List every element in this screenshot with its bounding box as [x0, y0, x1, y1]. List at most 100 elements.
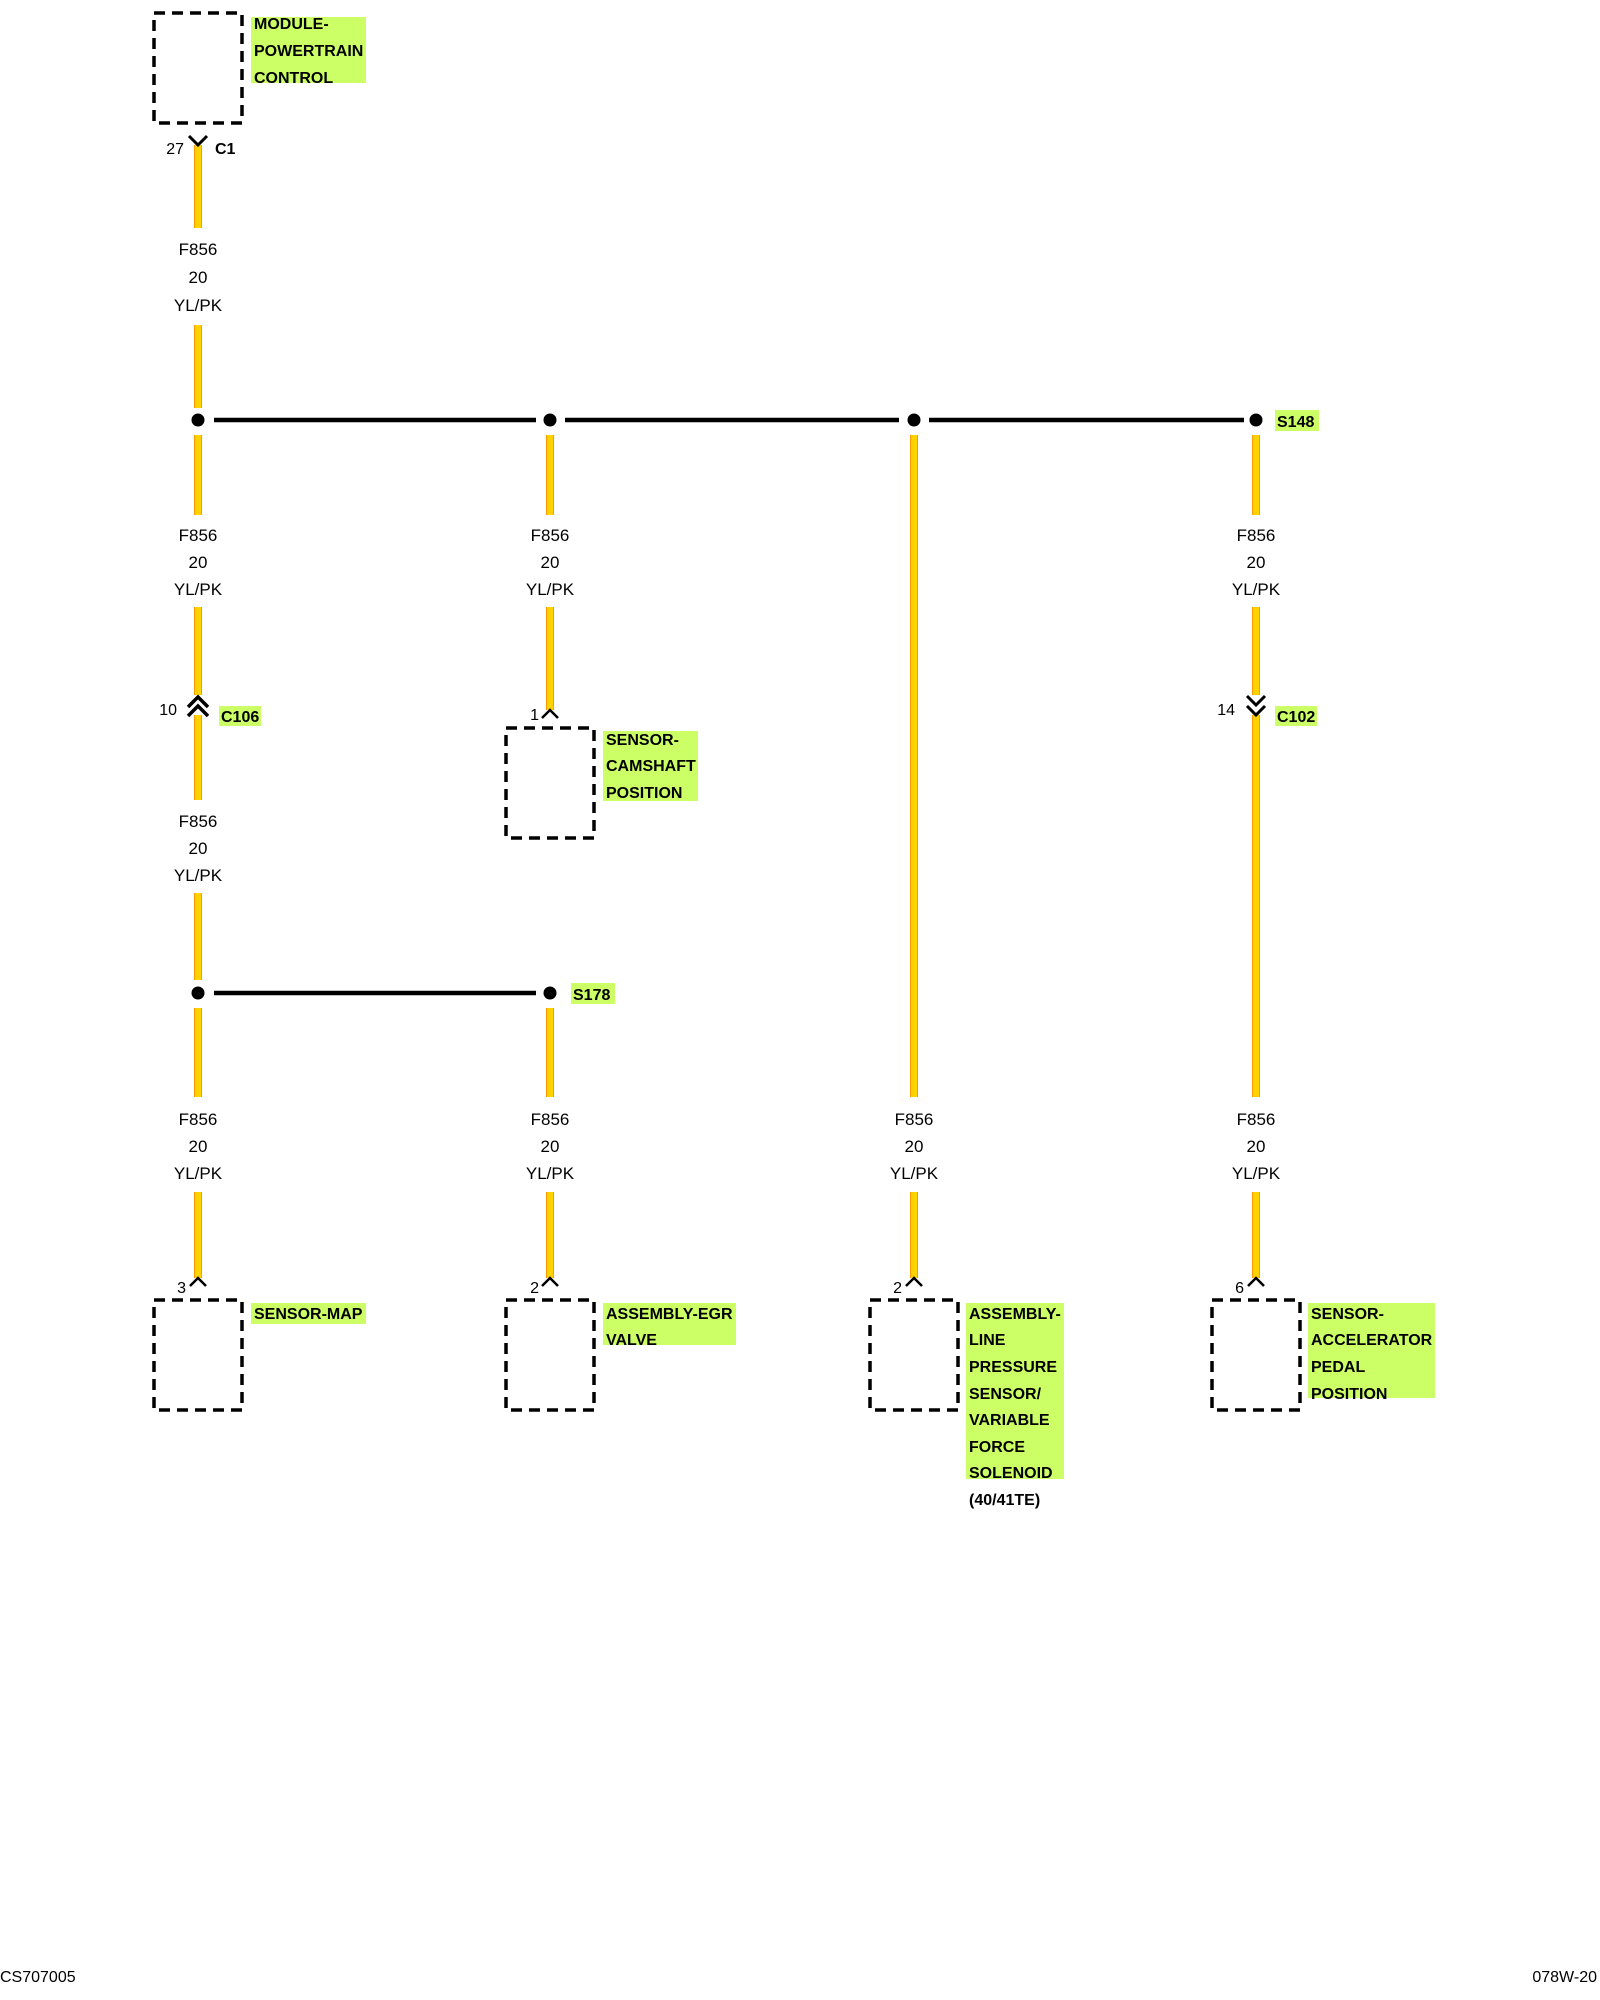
connector-c1: 27 C1 — [166, 134, 236, 158]
pin-number: 3 — [177, 1280, 186, 1297]
lps-label-line4: SENSOR/ — [969, 1386, 1042, 1403]
female-terminal-icon — [187, 134, 209, 148]
cam-label-line3: POSITION — [606, 785, 682, 802]
footer-page-ref: 078W-20 — [1532, 1969, 1597, 1986]
connector-label-c106: C106 — [221, 709, 259, 726]
connector-label-c1: C1 — [215, 141, 236, 158]
wire-circuit: F856 — [179, 812, 218, 831]
footer-diagram-id: CS707005 — [0, 1969, 76, 1986]
component-powertrain-control-module: MODULE- POWERTRAIN CONTROL — [152, 11, 366, 125]
cam-sensor-box — [504, 726, 596, 840]
lps-box — [868, 1298, 960, 1412]
wire-gauge: 20 — [1247, 1137, 1266, 1156]
lps-label-line6: FORCE — [969, 1439, 1025, 1456]
splice-dot — [191, 986, 205, 1000]
wire-gauge: 20 — [541, 1137, 560, 1156]
wire-color: YL/PK — [174, 580, 223, 599]
wire-circuit: F856 — [1237, 1110, 1276, 1129]
male-terminal-icon — [189, 1276, 207, 1287]
pcm-label-line3: CONTROL — [254, 70, 333, 87]
lps-label-line2: LINE — [969, 1332, 1006, 1349]
component-camshaft-position-sensor: 1 SENSOR- CAMSHAFT POSITION — [504, 707, 698, 840]
wire-label-col1-mid: F856 20 YL/PK — [174, 812, 223, 885]
pcm-label-line1: MODULE- — [254, 16, 329, 33]
wire-gauge: 20 — [189, 1137, 208, 1156]
lps-label-line1: ASSEMBLY- — [969, 1306, 1061, 1323]
egr-label-line1: ASSEMBLY-EGR — [606, 1306, 733, 1323]
component-map-sensor: 3 SENSOR-MAP — [152, 1276, 366, 1412]
terminal-icon — [1245, 704, 1267, 718]
lps-label-line7: SOLENOID — [969, 1465, 1053, 1482]
splice-s178-bus — [191, 986, 557, 1000]
pcm-box — [152, 11, 244, 125]
wire-color: YL/PK — [174, 296, 223, 315]
splice-dot — [543, 413, 557, 427]
wire-label-col2-upper: F856 20 YL/PK — [526, 526, 575, 599]
splice-label-s178: S178 — [573, 987, 610, 1004]
wire-label-pcm-s148: F856 20 YL/PK — [174, 240, 223, 315]
wire-label-col4-upper: F856 20 YL/PK — [1232, 526, 1281, 599]
splice-dot — [1249, 413, 1263, 427]
wire-label-col4-lower: F856 20 YL/PK — [1232, 1110, 1281, 1183]
cam-label-line1: SENSOR- — [606, 732, 679, 749]
wire-label-col1-lower: F856 20 YL/PK — [174, 1110, 223, 1183]
lps-label-line3: PRESSURE — [969, 1359, 1057, 1376]
pcm-label-line2: POWERTRAIN — [254, 43, 363, 60]
wire-color: YL/PK — [1232, 1164, 1281, 1183]
pin-number: 6 — [1235, 1280, 1244, 1297]
pin-number: 2 — [893, 1280, 902, 1297]
splice-dot — [543, 986, 557, 1000]
app-sensor-box — [1210, 1298, 1302, 1412]
connector-c102: 14 C102 — [1217, 694, 1317, 726]
component-line-pressure-sensor-vfs: 2 ASSEMBLY- LINE PRESSURE SENSOR/ VARIAB… — [868, 1276, 1064, 1509]
connector-label-c102: C102 — [1277, 709, 1315, 726]
wire-gauge: 20 — [905, 1137, 924, 1156]
splice-dot — [191, 413, 205, 427]
wires — [194, 145, 1260, 1278]
lps-label-note: (40/41TE) — [969, 1492, 1040, 1509]
male-terminal-icon — [186, 694, 210, 709]
splice-s148-bus — [191, 413, 1263, 427]
pin-number: 14 — [1217, 702, 1235, 719]
lps-label-line5: VARIABLE — [969, 1412, 1050, 1429]
connector-c106: 10 C106 — [159, 694, 261, 726]
wire-circuit: F856 — [895, 1110, 934, 1129]
wire-gauge: 20 — [189, 553, 208, 572]
egr-valve-box — [504, 1298, 596, 1412]
wire-gauge: 20 — [189, 268, 208, 287]
wire-color: YL/PK — [526, 1164, 575, 1183]
cam-label-line2: CAMSHAFT — [606, 758, 696, 775]
pin-number: 2 — [530, 1280, 539, 1297]
pin-number: 10 — [159, 702, 177, 719]
wire-circuit: F856 — [179, 240, 218, 259]
wire-gauge: 20 — [541, 553, 560, 572]
wire-gauge: 20 — [1247, 553, 1266, 572]
component-egr-valve-assembly: 2 ASSEMBLY-EGR VALVE — [504, 1276, 736, 1412]
pin-number: 1 — [530, 707, 539, 724]
map-label: SENSOR-MAP — [254, 1306, 363, 1323]
male-terminal-icon — [541, 1276, 559, 1287]
wire-label-col3-lower: F856 20 YL/PK — [890, 1110, 939, 1183]
male-terminal-icon — [541, 708, 559, 719]
wire-color: YL/PK — [1232, 580, 1281, 599]
terminal-icon — [1245, 694, 1267, 708]
app-label-line2: ACCELERATOR — [1311, 1332, 1433, 1349]
app-label-line3: PEDAL — [1311, 1359, 1365, 1376]
wire-gauge: 20 — [189, 839, 208, 858]
wire-circuit: F856 — [179, 1110, 218, 1129]
map-sensor-box — [152, 1298, 244, 1412]
male-terminal-icon — [905, 1276, 923, 1287]
male-terminal-icon — [1247, 1276, 1265, 1287]
app-label-line4: POSITION — [1311, 1386, 1387, 1403]
wire-color: YL/PK — [174, 866, 223, 885]
splice-label-s148: S148 — [1277, 414, 1314, 431]
component-accelerator-pedal-position-sensor: 6 SENSOR- ACCELERATOR PEDAL POSITION — [1210, 1276, 1435, 1412]
wire-label-col1-upper: F856 20 YL/PK — [174, 526, 223, 599]
wire-circuit: F856 — [531, 1110, 570, 1129]
wire-circuit: F856 — [179, 526, 218, 545]
male-terminal-icon — [186, 703, 210, 718]
pin-number: 27 — [166, 141, 184, 158]
wire-color: YL/PK — [526, 580, 575, 599]
egr-label-line2: VALVE — [606, 1332, 657, 1349]
